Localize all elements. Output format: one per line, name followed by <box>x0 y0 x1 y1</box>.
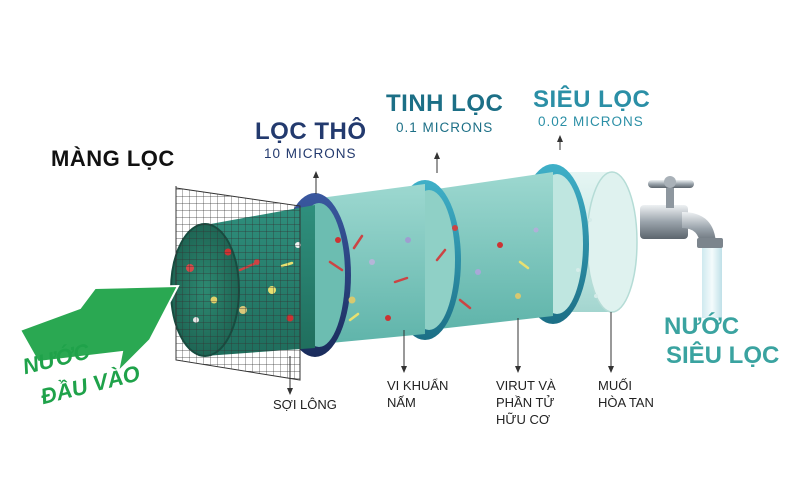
ultra-filter-micron: 0.02 MICRONS <box>538 114 644 129</box>
fine-segment <box>430 172 553 330</box>
ultra-filter-title: SIÊU LỌC <box>533 86 651 113</box>
membrane-label: MÀNG LỌC <box>51 146 175 171</box>
bacteria-caption: VI KHUẨN NẤM <box>387 378 449 410</box>
membrane-mesh <box>175 187 301 381</box>
output-water-line1: NƯỚC <box>664 313 740 340</box>
pointer-lines <box>175 138 612 390</box>
fine-filter-micron: 0.1 MICRONS <box>396 120 494 135</box>
coarse-filter-title: LỌC THÔ <box>255 118 367 145</box>
virus-caption: VIRUT VÀ PHẦN TỬ HỮU CƠ <box>496 378 556 427</box>
fine-filter-title: TINH LỌC <box>386 90 504 117</box>
input-arrow <box>18 284 180 376</box>
salt-caption: MUỐI HÒA TAN <box>598 378 654 410</box>
water-stream <box>702 238 722 318</box>
output-water-line2: SIÊU LỌC <box>666 342 780 369</box>
fiber-caption: SỢI LÔNG <box>273 397 337 412</box>
faucet-icon <box>640 176 723 248</box>
pointer-arrowheads <box>287 135 614 395</box>
coarse-filter-micron: 10 MICRONS <box>264 146 357 161</box>
